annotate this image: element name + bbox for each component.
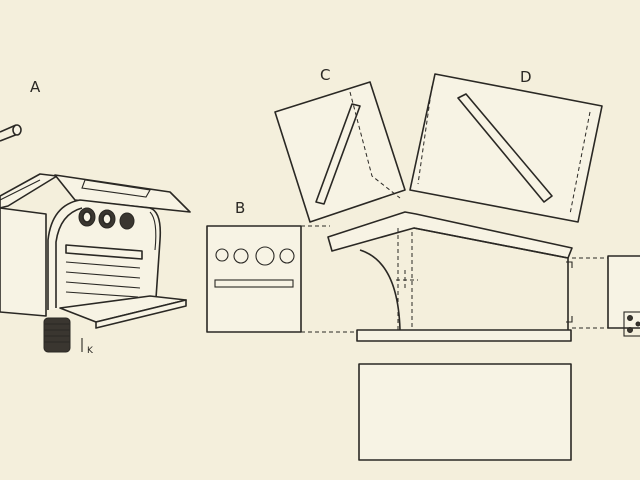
panel-d-strip [457,93,553,203]
hole-4 [279,248,295,264]
figure-d-roof-panel: D [409,68,603,223]
hole-2 [233,248,249,264]
label-b: B [235,199,245,217]
right-edge-piece [607,255,640,337]
figure-c-roof-panel: C [274,66,406,223]
panel-b [206,225,302,333]
bottom-tray-panel [358,363,572,461]
entrance-holes [78,207,135,230]
hole-3 [255,246,275,266]
roof [0,173,191,213]
label-k: K [87,346,94,356]
hinge-plate [623,311,640,337]
side-wall-outline [413,227,569,330]
figure-b-front-panel: B [206,199,302,333]
arch-curve [359,249,401,331]
figure-a-assembled-view: A K [0,78,191,356]
label-a: A [30,78,41,96]
left-wall [0,207,47,317]
perch-slot [214,279,294,288]
inner-shading [65,261,141,298]
hole-1 [215,248,229,262]
perch-stick [0,124,22,142]
label-d: D [520,68,532,86]
label-c: C [320,66,330,84]
spring-mount [43,317,71,353]
panel-c-strip [315,103,361,205]
unfolded-body [301,211,610,342]
base-strip [356,329,572,342]
inner-perch-bar [65,244,143,260]
